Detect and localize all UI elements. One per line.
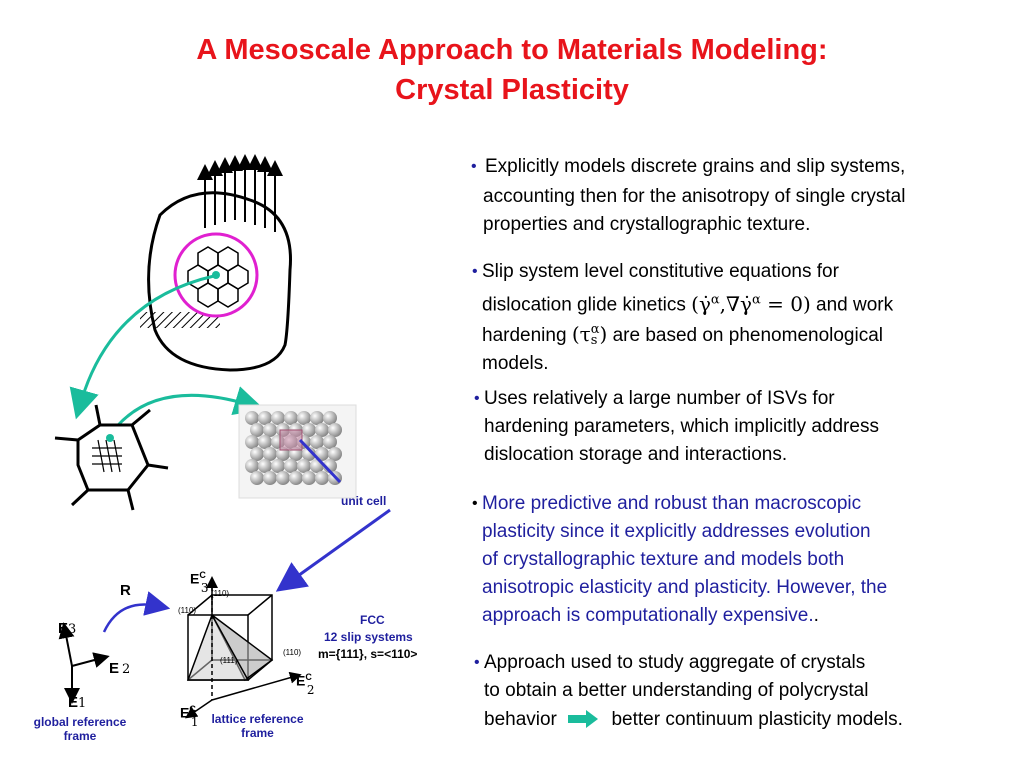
rotation-label: R <box>120 582 131 599</box>
bullet-4-line-4: anisotropic elasticity and plasticity. H… <box>482 577 888 598</box>
bullet-3-line-2: hardening parameters, which implicitly a… <box>484 416 879 437</box>
grain-start-point <box>106 434 114 442</box>
lattice-sphere <box>263 423 277 437</box>
bullet-aggregate: • Approach used to study aggregate of cr… <box>474 649 903 734</box>
miller-label: m={111}, s=<110> <box>318 647 418 661</box>
bullet-2-line-1: Slip system level constitutive equations… <box>482 261 839 282</box>
fcc-label: FCC <box>360 613 385 627</box>
lattice-sphere <box>258 459 272 473</box>
bullet-isvs: • Uses relatively a large number of ISVs… <box>474 385 879 469</box>
lattice-sphere <box>323 411 337 425</box>
lattice-sphere <box>271 411 285 425</box>
bullet-4-line-3: of crystallographic texture and models b… <box>482 549 845 570</box>
lattice-sphere <box>258 435 272 449</box>
lattice-sphere <box>310 411 324 425</box>
slip-systems-label: 12 slip systems <box>324 630 413 644</box>
bullet-3-line-1: Uses relatively a large number of ISVs f… <box>484 388 835 409</box>
lattice-sphere <box>302 423 316 437</box>
bullet-dot: • <box>472 495 478 512</box>
bullet-4-line-1: More predictive and robust than macrosco… <box>482 493 862 514</box>
polycrystal-body <box>140 154 292 372</box>
fixed-support-hatch <box>140 312 220 328</box>
bullet-explicit-grains: • Explicitly models discrete grains and … <box>471 153 906 239</box>
lattice-e1-label: EC1 <box>180 704 199 729</box>
lattice-sphere <box>302 447 316 461</box>
miller-110-top: (110) <box>211 589 230 598</box>
load-arrows <box>197 154 283 232</box>
lattice-sphere <box>271 459 285 473</box>
lattice-e2-label: EC2 <box>296 672 315 697</box>
global-reference-frame <box>58 622 110 704</box>
miller-110-left: (110) <box>178 606 197 615</box>
bullet-1-line-2: accounting then for the anisotropy of si… <box>483 186 906 207</box>
bullet-5-line-2: to obtain a better understanding of poly… <box>484 680 869 701</box>
bullet-4-line-2: plasticity since it explicitly addresses… <box>482 521 871 542</box>
title-line-1: A Mesoscale Approach to Materials Modeli… <box>196 34 828 66</box>
lattice-sphere <box>284 411 298 425</box>
lattice-sphere <box>315 471 329 485</box>
zoom-arrow-grain <box>69 274 215 420</box>
lattice-sphere <box>310 435 324 449</box>
cell-to-cube-arrow <box>275 508 391 592</box>
bullet-dot: • <box>474 390 480 407</box>
unit-cell-highlight <box>279 429 303 451</box>
lattice-sphere <box>302 471 316 485</box>
lattice-sphere <box>297 459 311 473</box>
bullet-dot: • <box>471 158 477 175</box>
bullet-5-line-3: behavior better continuum plasticity mod… <box>484 709 903 730</box>
lattice-sphere <box>245 411 259 425</box>
bullet-dot: • <box>474 654 480 671</box>
bullet-5-line-1: Approach used to study aggregate of crys… <box>484 652 866 673</box>
miller-110-right: (110) <box>283 648 302 657</box>
bullet-1-line-1: Explicitly models discrete grains and sl… <box>485 156 906 177</box>
miller-111: (111) <box>220 656 238 665</box>
lattice-sphere <box>263 447 277 461</box>
bullet-3-line-3: dislocation storage and interactions. <box>484 444 788 465</box>
implies-arrow-icon <box>568 710 599 728</box>
title-line-2: Crystal Plasticity <box>395 74 629 106</box>
lattice-sphere <box>289 471 303 485</box>
bullet-slip-system: • Slip system level constitutive equatio… <box>472 258 894 378</box>
lattice-sphere <box>297 411 311 425</box>
bullet-2-line-4: models. <box>482 352 549 374</box>
unit-cell-label: unit cell <box>341 494 387 508</box>
lattice-sphere <box>250 447 264 461</box>
lattice-sphere <box>315 423 329 437</box>
lattice-sphere-cluster <box>238 404 357 499</box>
lattice-sphere <box>250 423 264 437</box>
lattice-sphere <box>258 411 272 425</box>
lattice-cube <box>185 576 302 719</box>
lattice-sphere <box>245 459 259 473</box>
unit-cell-pointer <box>298 438 342 484</box>
lattice-sphere <box>250 471 264 485</box>
lattice-sphere <box>284 459 298 473</box>
lattice-sphere <box>276 471 290 485</box>
global-e3-label: E3 <box>58 620 77 637</box>
bullet-2-line-2: dislocation glide kinetics (γ̇α,∇γ̇α = 0… <box>482 291 894 316</box>
lattice-e3-label: EC3 <box>190 570 209 595</box>
bullet-more-predictive: • More predictive and robust than macros… <box>472 490 888 630</box>
lattice-sphere <box>323 435 337 449</box>
lattice-sphere <box>263 471 277 485</box>
global-e1-label: E1 <box>68 694 87 711</box>
bullet-4-line-5: approach is computationally expensive.. <box>482 605 819 626</box>
lattice-sphere <box>328 423 342 437</box>
bullet-dot: • <box>472 263 478 280</box>
lattice-sphere <box>328 447 342 461</box>
page-title: A Mesoscale Approach to Materials Modeli… <box>0 30 1024 110</box>
bullet-1-line-3: properties and crystallographic texture. <box>483 214 811 235</box>
glide-kinetics-equation: (γ̇α,∇γ̇α = 0) <box>691 291 811 316</box>
lattice-sphere <box>245 435 259 449</box>
single-grain <box>54 404 169 511</box>
rotation-arrow <box>102 591 171 633</box>
